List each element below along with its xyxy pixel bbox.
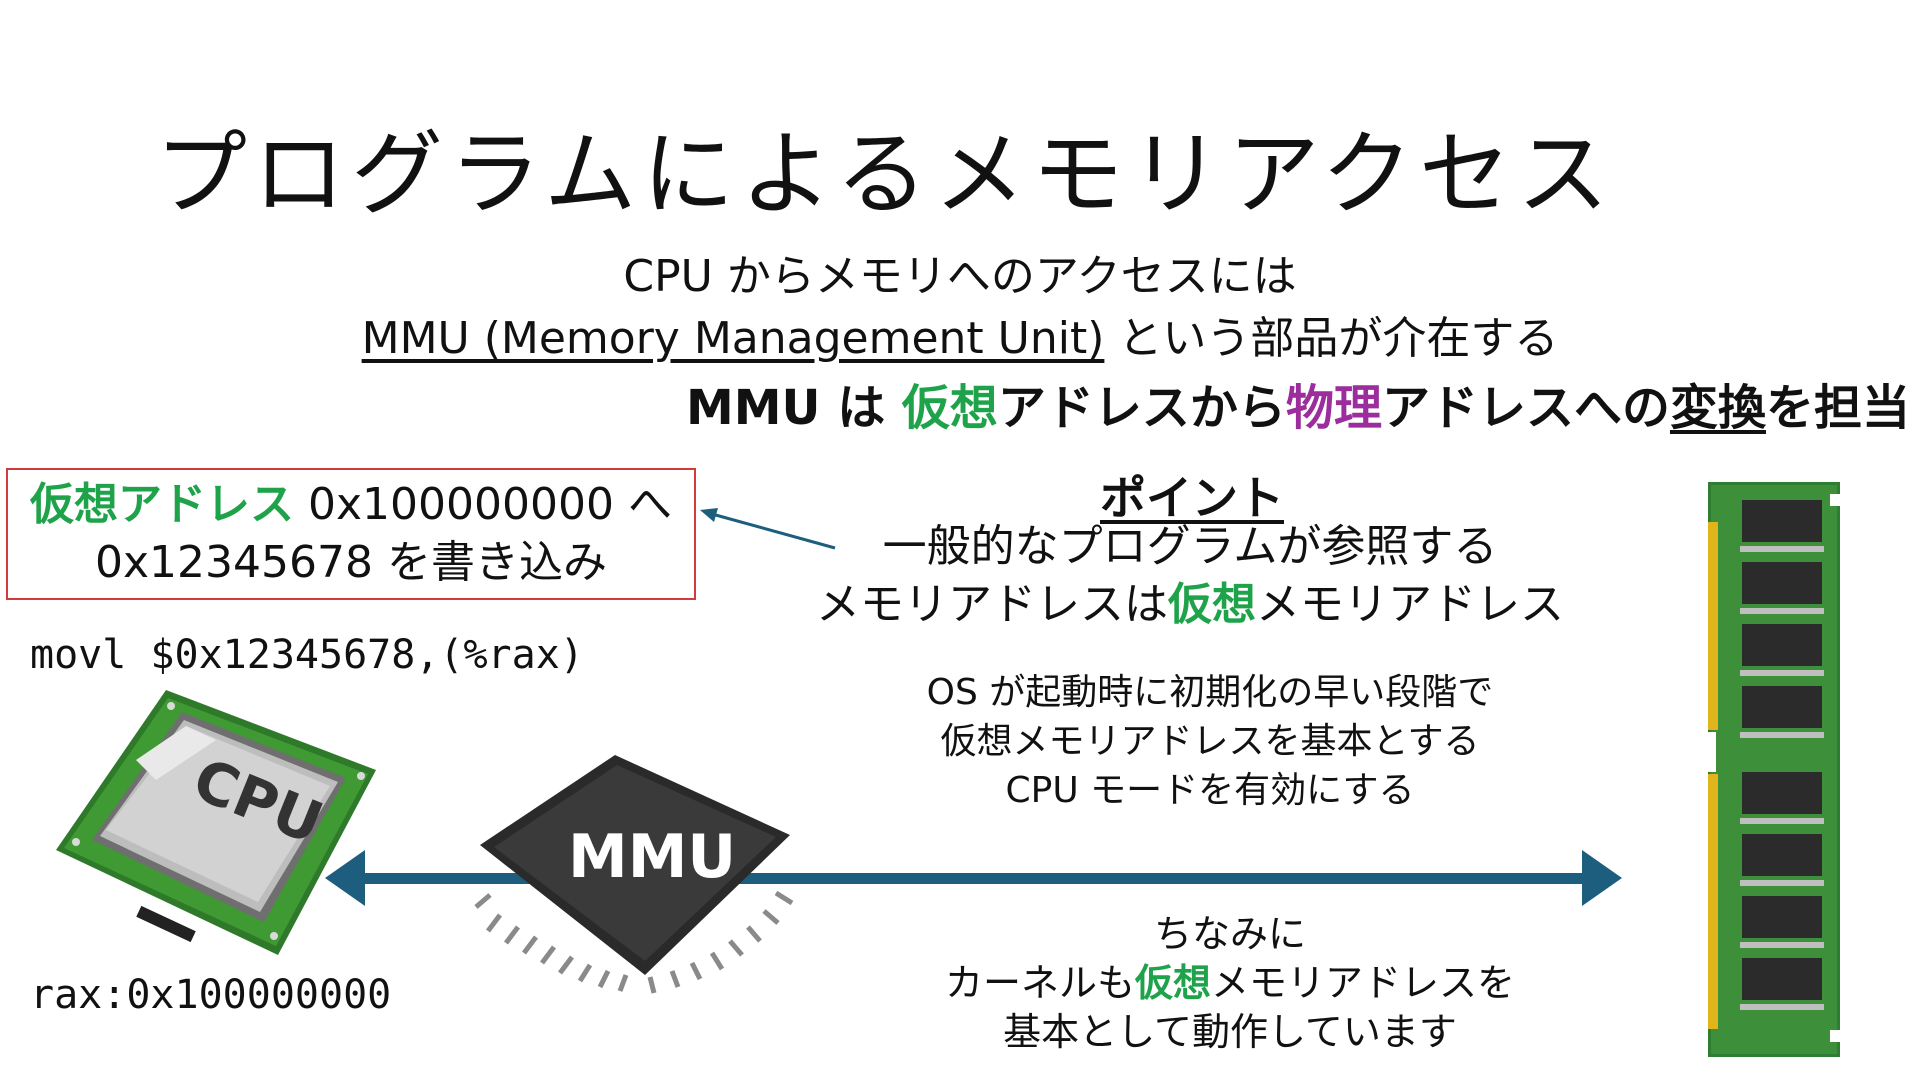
point-body: 一般的なプログラムが参照する メモリアドレスは仮想メモリアドレス bbox=[760, 518, 1620, 634]
kernel-note-line-2-highlight: 仮想 bbox=[1134, 961, 1211, 1005]
point-line-1: 一般的なプログラムが参照する bbox=[882, 521, 1498, 572]
kernel-note-line-2-prefix: カーネルも bbox=[944, 961, 1135, 1005]
mmu-role-mid2: アドレスへの bbox=[1381, 380, 1670, 436]
os-note-line-3: CPU モードを有効にする bbox=[1005, 770, 1415, 811]
mmu-role-virtual: 仮想 bbox=[901, 380, 998, 436]
point-line-2: メモリアドレスは仮想メモリアドレス bbox=[760, 576, 1620, 634]
mmu-role-conversion: 変換 bbox=[1669, 380, 1766, 436]
virtual-address-box: 仮想アドレス 0x100000000 へ 0x12345678 を書き込み bbox=[6, 468, 696, 600]
virtual-box-line-1-rest: 0x100000000 へ bbox=[294, 479, 672, 530]
kernel-note-line-2-suffix: メモリアドレスを bbox=[1211, 961, 1516, 1005]
virtual-box-line-2: 0x12345678 を書き込み bbox=[95, 537, 607, 588]
mmu-role-prefix: MMU は bbox=[685, 380, 902, 436]
point-line-2-prefix: メモリアドレスは bbox=[816, 579, 1168, 630]
kernel-note: ちなみに カーネルも仮想メモリアドレスを 基本として動作しています bbox=[800, 910, 1660, 1057]
intro-line-1: CPU からメモリへのアクセスには bbox=[623, 251, 1297, 302]
mmu-role-mid: アドレスから bbox=[997, 380, 1286, 436]
mmu-chip-icon: MMU bbox=[474, 755, 794, 994]
slide-title: プログラムによるメモリアクセス bbox=[155, 121, 1615, 228]
cpu-chip-icon: CPU bbox=[56, 690, 376, 955]
mmu-fullname: MMU (Memory Management Unit) bbox=[361, 313, 1105, 364]
intro-line-2-rest: という部品が介在する bbox=[1104, 313, 1559, 364]
virtual-box-line-1: 仮想アドレス 0x100000000 へ bbox=[8, 476, 694, 534]
os-note: OS が起動時に初期化の早い段階で 仮想メモリアドレスを基本とする CPU モー… bbox=[780, 668, 1640, 815]
pointer-arrow bbox=[700, 508, 836, 550]
data-flow-arrow bbox=[325, 850, 1622, 906]
point-line-2-highlight: 仮想 bbox=[1168, 579, 1256, 630]
point-title: ポイント bbox=[1100, 471, 1284, 525]
virtual-box-highlight: 仮想アドレス bbox=[30, 479, 295, 530]
mmu-role-statement: MMU は 仮想アドレスから物理アドレスへの変換を担当 bbox=[686, 368, 1910, 438]
kernel-note-line-2: カーネルも仮想メモリアドレスを bbox=[800, 959, 1660, 1008]
mmu-role-suffix: を担当 bbox=[1765, 380, 1910, 436]
mmu-label: MMU bbox=[568, 822, 736, 892]
intro-line-2: MMU (Memory Management Unit) という部品が介在する bbox=[280, 302, 1640, 366]
memory-module-icon bbox=[1702, 482, 1840, 1057]
point-line-2-suffix: メモリアドレス bbox=[1256, 579, 1564, 630]
mmu-role-physical: 物理 bbox=[1285, 380, 1382, 436]
register-value: rax:0x100000000 bbox=[30, 972, 392, 1018]
instruction-code: movl $0x12345678,(%rax) bbox=[30, 632, 584, 678]
kernel-note-line-1: ちなみに bbox=[1153, 912, 1306, 956]
os-note-line-1: OS が起動時に初期化の早い段階で bbox=[926, 672, 1494, 713]
kernel-note-line-3: 基本として動作しています bbox=[1003, 1010, 1457, 1054]
os-note-line-2: 仮想メモリアドレスを基本とする bbox=[940, 721, 1480, 762]
